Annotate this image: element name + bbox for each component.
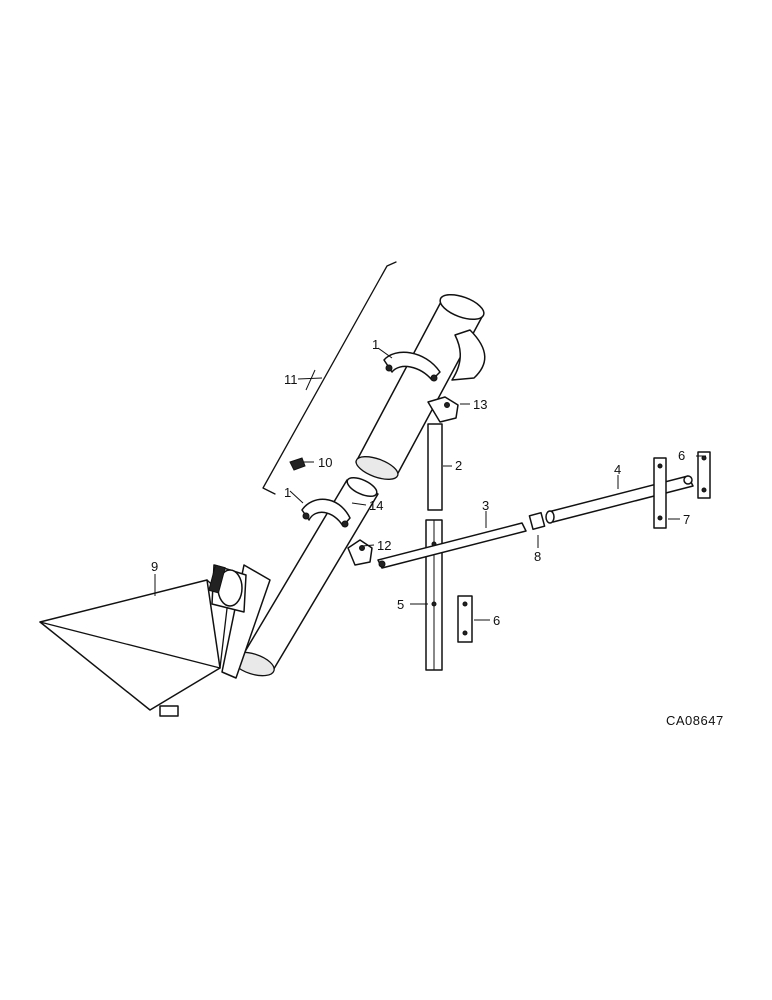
hopper bbox=[39, 564, 247, 717]
callout-3: 3 bbox=[482, 498, 489, 513]
callout-6-upper: 6 bbox=[678, 448, 685, 463]
tube-2 bbox=[427, 423, 443, 511]
callout-1-upper: 1 bbox=[372, 337, 379, 352]
arm-4 bbox=[545, 475, 694, 524]
arm-3 bbox=[377, 522, 527, 569]
rod-11 bbox=[262, 261, 397, 495]
callout-12: 12 bbox=[377, 538, 391, 553]
bracket-12 bbox=[347, 539, 373, 566]
plate-6-lower bbox=[457, 595, 473, 643]
callout-10: 10 bbox=[318, 455, 332, 470]
lower-tube bbox=[221, 476, 379, 679]
callout-5: 5 bbox=[397, 597, 404, 612]
plate-6-upper bbox=[683, 451, 711, 499]
callout-4: 4 bbox=[614, 462, 621, 477]
callout-13: 13 bbox=[473, 397, 487, 412]
callout-11: 11 bbox=[284, 372, 298, 387]
callout-9: 9 bbox=[151, 559, 158, 574]
drawing-code: CA08647 bbox=[666, 713, 724, 728]
post-5 bbox=[425, 519, 443, 671]
callout-6-lower: 6 bbox=[493, 613, 500, 628]
callout-8: 8 bbox=[534, 549, 541, 564]
coupler-8 bbox=[528, 511, 546, 531]
callout-14: 14 bbox=[369, 498, 383, 513]
leader-lines bbox=[154, 347, 706, 621]
fitting-10 bbox=[289, 457, 306, 471]
upper-tube bbox=[355, 293, 486, 480]
bracket-7 bbox=[653, 457, 667, 529]
clamp-lower bbox=[301, 498, 351, 528]
callout-1-lower: 1 bbox=[284, 485, 291, 500]
callout-2: 2 bbox=[455, 458, 462, 473]
bracket-13 bbox=[427, 396, 459, 423]
clamp-upper bbox=[383, 351, 441, 382]
callout-7: 7 bbox=[683, 512, 690, 527]
